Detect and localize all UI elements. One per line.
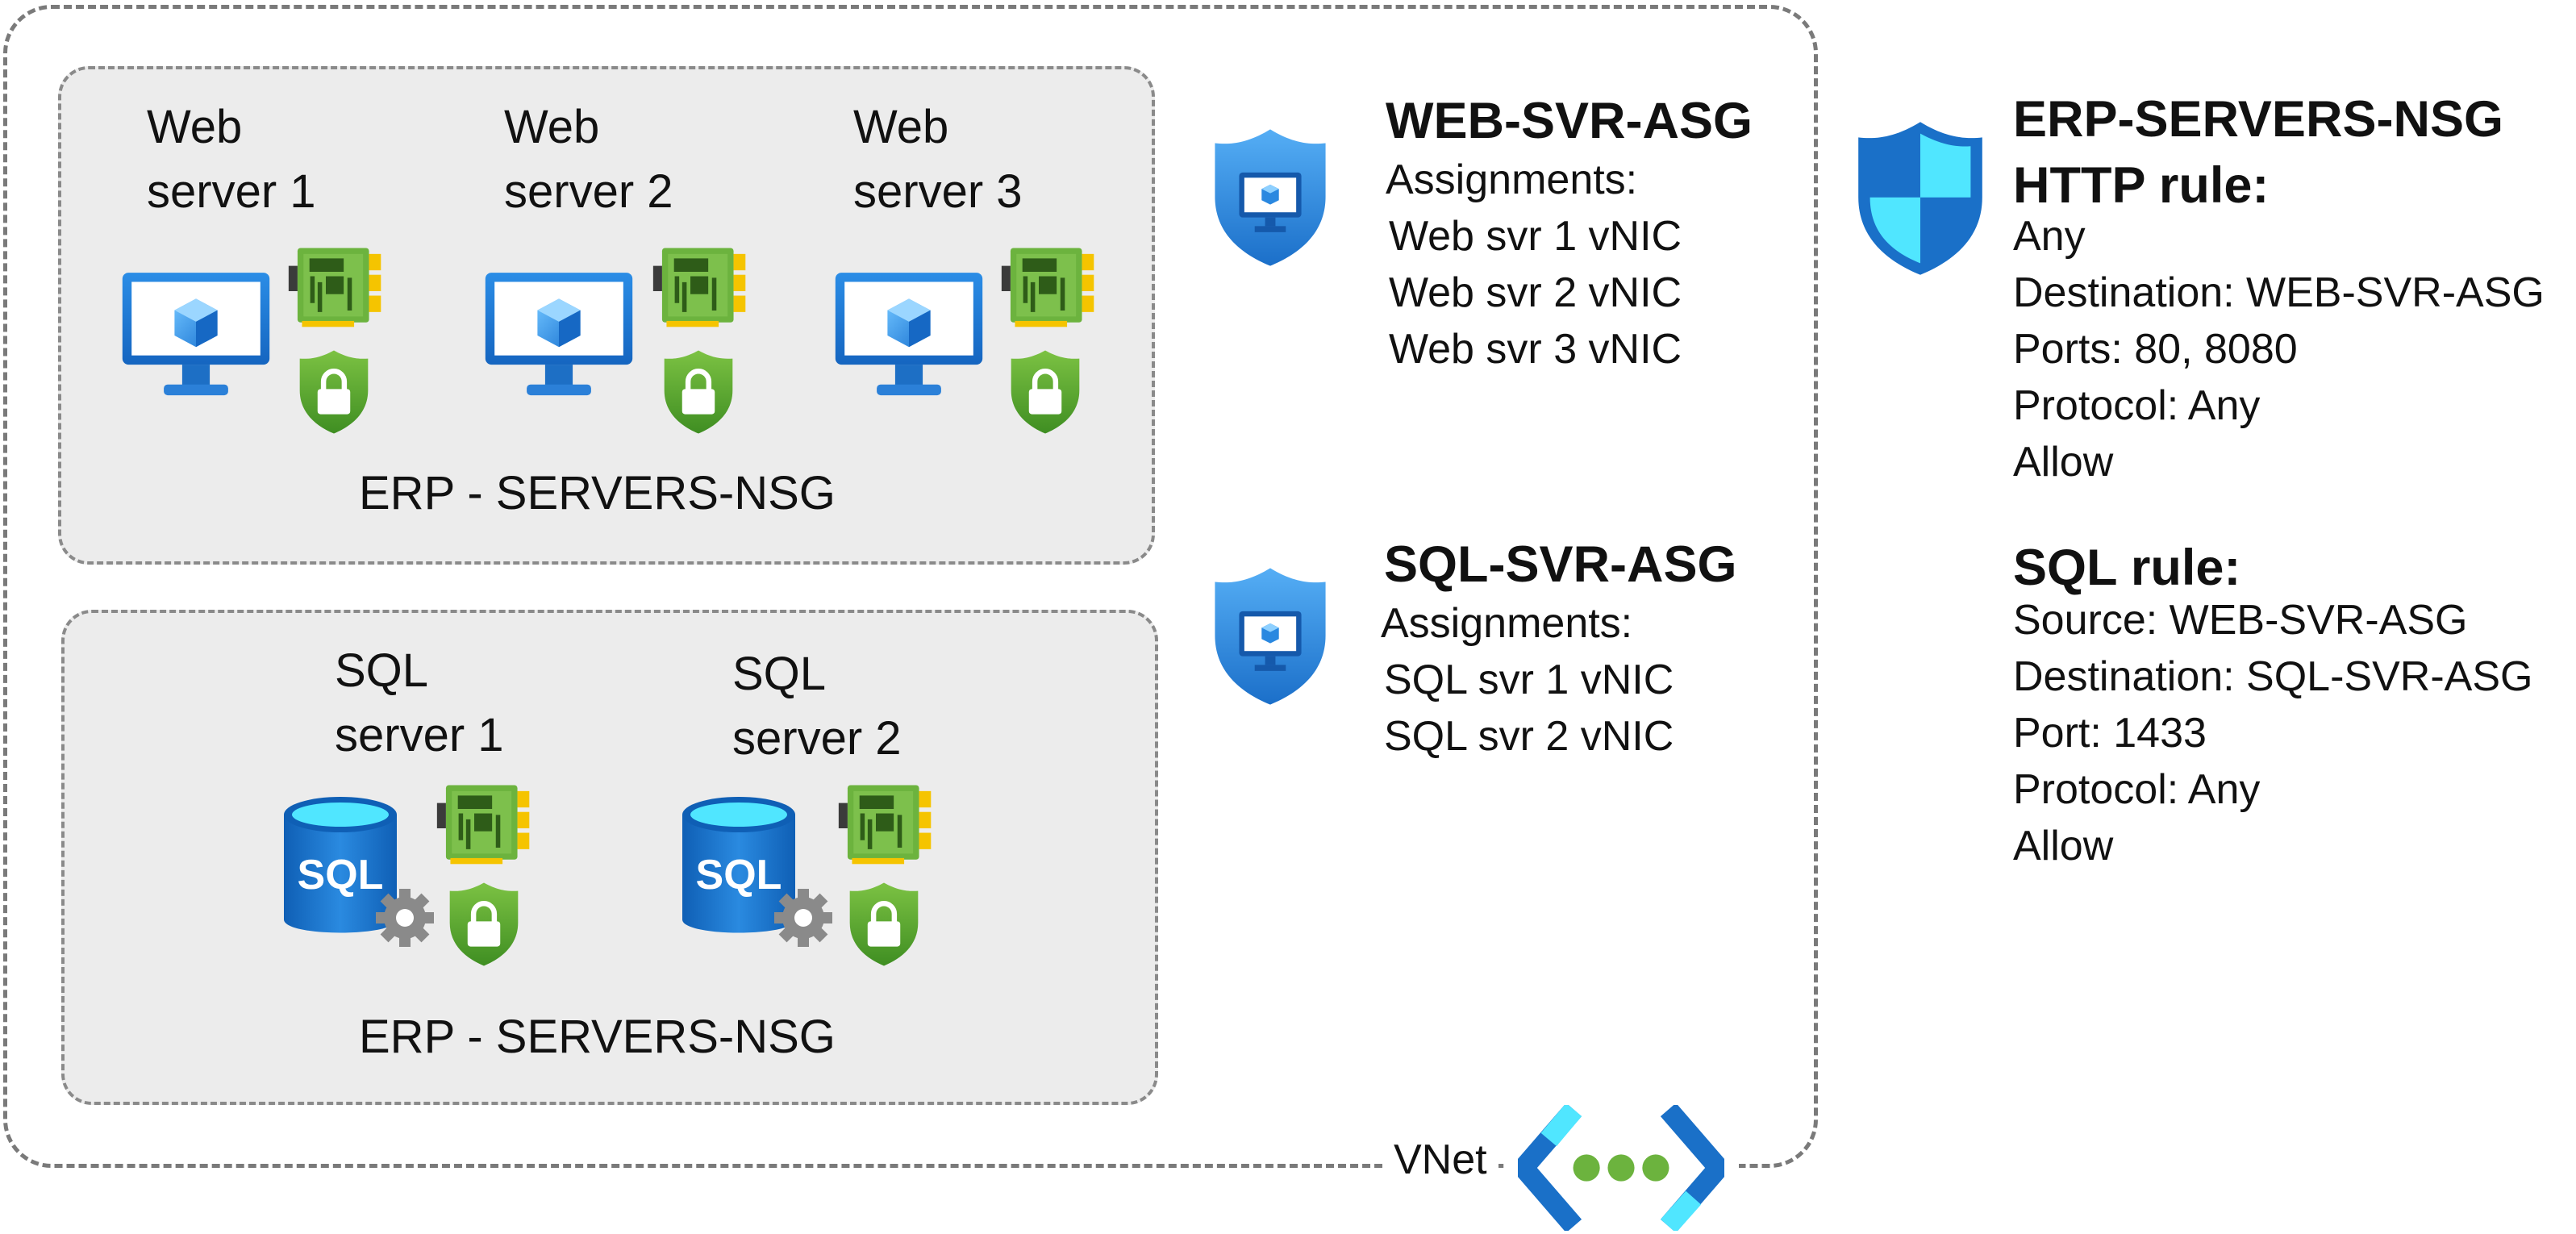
- sql-servers-group: [61, 610, 1158, 1105]
- vnet-icon: [1518, 1105, 1724, 1231]
- web-asg-subtitle: Assignments:: [1386, 156, 1638, 203]
- list-item: Protocol: Any: [2013, 382, 2261, 429]
- monitor-vm-icon: [482, 265, 636, 406]
- monitor-vm-icon: [832, 265, 986, 406]
- sql-asg-title: SQL-SVR-ASG: [1384, 536, 1737, 593]
- nic-icon: [652, 242, 748, 331]
- list-item: Ports: 80, 8080: [2013, 326, 2298, 373]
- sql-asg-subtitle: Assignments:: [1381, 600, 1633, 647]
- web-group-nsg-label: ERP - SERVERS-NSG: [359, 467, 836, 519]
- nsg-shield-icon: [1852, 116, 1989, 281]
- list-item: Source: WEB-SVR-ASG: [2013, 597, 2468, 644]
- nsg-lock-shield-icon: [297, 347, 371, 437]
- vnet-boundary: [3, 5, 1818, 1168]
- list-item: Destination: SQL-SVR-ASG: [2013, 653, 2533, 700]
- http-rule-title: HTTP rule:: [2013, 157, 2270, 214]
- nic-icon: [1000, 242, 1097, 331]
- list-item: Port: 1433: [2013, 710, 2207, 757]
- sql-asg-assignments: SQL svr 1 vNIC SQL svr 2 vNIC: [1384, 652, 1674, 765]
- nsg-title: ERP-SERVERS-NSG: [2013, 91, 2503, 148]
- sql-database-icon: [674, 790, 836, 952]
- list-item: SQL svr 1 vNIC: [1384, 657, 1674, 703]
- asg-shield-icon: [1210, 552, 1331, 721]
- vnet-label: VNet: [1382, 1136, 1498, 1184]
- list-item: Web svr 1 vNIC: [1389, 213, 1682, 260]
- nic-icon: [837, 779, 934, 868]
- list-item: Web svr 2 vNIC: [1389, 269, 1682, 316]
- web-asg-title: WEB-SVR-ASG: [1386, 93, 1753, 149]
- sql-rule-title: SQL rule:: [2013, 540, 2241, 596]
- monitor-vm-icon: [119, 265, 273, 406]
- asg-shield-icon: [1210, 113, 1331, 282]
- nsg-lock-shield-icon: [447, 879, 521, 969]
- list-item: Protocol: Any: [2013, 766, 2261, 813]
- sql-group-nsg-label: ERP - SERVERS-NSG: [359, 1011, 836, 1063]
- http-rule-lines: Any Destination: WEB-SVR-ASG Ports: 80, …: [2013, 208, 2545, 490]
- list-item: Allow: [2013, 439, 2114, 486]
- list-item: Any: [2013, 213, 2086, 260]
- nsg-lock-shield-icon: [1008, 347, 1082, 437]
- list-item: Web svr 3 vNIC: [1389, 326, 1682, 373]
- nic-icon: [287, 242, 384, 331]
- list-item: Destination: WEB-SVR-ASG: [2013, 269, 2545, 316]
- sql-database-icon: [276, 790, 437, 952]
- nic-icon: [436, 779, 532, 868]
- list-item: SQL svr 2 vNIC: [1384, 713, 1674, 760]
- sql-rule-lines: Source: WEB-SVR-ASG Destination: SQL-SVR…: [2013, 592, 2532, 874]
- nsg-lock-shield-icon: [847, 879, 921, 969]
- list-item: Allow: [2013, 823, 2114, 869]
- nsg-lock-shield-icon: [661, 347, 736, 437]
- web-asg-assignments: Web svr 1 vNIC Web svr 2 vNIC Web svr 3 …: [1389, 208, 1682, 377]
